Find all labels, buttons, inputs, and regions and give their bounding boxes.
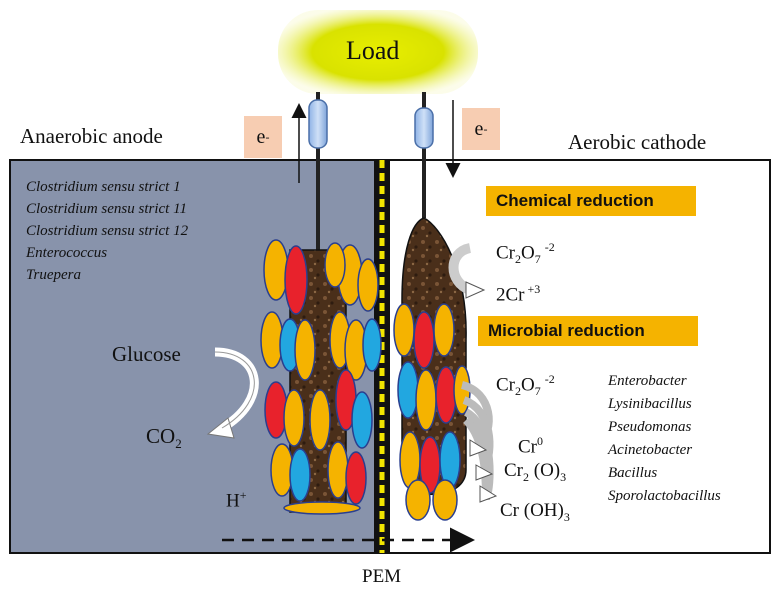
cathode-connector [414, 107, 434, 149]
co2-base: CO [146, 424, 176, 448]
chem-product-part: 2Cr [496, 284, 525, 306]
product-part: 3 [560, 469, 567, 484]
anode-biofilm [260, 239, 382, 515]
product-part: Cr (OH) [500, 500, 564, 521]
product-croh3: Cr (OH)3 [500, 500, 570, 525]
micro-reactant-part: O [521, 374, 535, 396]
anode-bacterium: Enterococcus [26, 245, 108, 261]
cathode-title: Aerobic cathode [568, 130, 707, 154]
anode-connector [308, 99, 328, 149]
chem-reactant-part: Cr [496, 242, 515, 264]
product-part: (O) [529, 460, 561, 481]
chem-reactant-part: O [521, 242, 535, 264]
chem-product-charge: +3 [527, 282, 541, 296]
glucose-label: Glucose [112, 342, 181, 366]
anode-bacteria-list: Clostridium sensu strict 1 Clostridium s… [26, 176, 188, 286]
micro-reactant-part: Cr [496, 374, 515, 396]
product-part: Cr [518, 436, 537, 458]
product-part: 2 [523, 469, 529, 484]
electron-charge: - [265, 129, 270, 144]
electron-symbol: e [256, 125, 266, 148]
proton-base: H [226, 490, 240, 512]
cathode-bacterium: Acinetobacter [608, 442, 693, 458]
co2-label: CO2 [146, 424, 182, 452]
product-part: 3 [563, 509, 570, 524]
cathode-bacteria-list: Enterobacter Lysinibacillus Pseudomonas … [608, 370, 721, 508]
anode-bacterium: Clostridium sensu strict 12 [26, 223, 189, 239]
microbial-reduction-label: Microbial reduction [478, 316, 698, 346]
chem-reactant-part: 7 [534, 252, 541, 267]
pem-label: PEM [362, 566, 402, 587]
cathode-bacterium: Sporolactobacillus [608, 488, 721, 504]
cathode-biofilm [393, 303, 471, 521]
micro-reactant-part: 7 [534, 384, 541, 399]
chem-reactant: Cr2O7-2 [496, 240, 555, 267]
proton-label: H+ [226, 488, 247, 512]
proton-charge: + [239, 488, 247, 502]
cathode-bacterium: Enterobacter [608, 373, 687, 389]
cathode-bacterium: Bacillus [608, 465, 658, 481]
chem-reactant-part: 2 [515, 252, 521, 267]
product-cr0: Cr0 [518, 434, 543, 458]
anode-bacterium: Truepera [26, 267, 82, 283]
chemical-reduction-label: Chemical reduction [486, 186, 696, 216]
chem-product: 2Cr+3 [496, 282, 540, 306]
cathode-bacterium: Lysinibacillus [608, 396, 692, 412]
micro-reactant-part: 2 [515, 384, 521, 399]
load-glow [278, 10, 478, 94]
electron-symbol: e [474, 117, 484, 140]
electron-charge: - [483, 121, 488, 136]
product-part: Cr [504, 460, 523, 481]
co2-sub: 2 [175, 436, 182, 452]
micro-reactant: Cr2O7-2 [496, 372, 555, 399]
micro-reactant-charge: -2 [544, 372, 555, 386]
cathode-bacterium: Pseudomonas [608, 419, 692, 435]
load-label: Load [346, 36, 400, 65]
anode-bacterium: Clostridium sensu strict 1 [26, 179, 181, 195]
chem-reactant-charge: -2 [544, 240, 555, 254]
chemical-reduction-arrow [448, 243, 473, 295]
anode-electron-label: e- [244, 116, 282, 158]
cathode-electron-label: e- [462, 108, 500, 150]
anode-bacterium: Clostridium sensu strict 11 [26, 201, 187, 217]
product-part: 0 [537, 434, 543, 448]
anode-title: Anaerobic anode [20, 124, 163, 148]
product-cr2o3: Cr2 (O)3 [504, 460, 566, 485]
